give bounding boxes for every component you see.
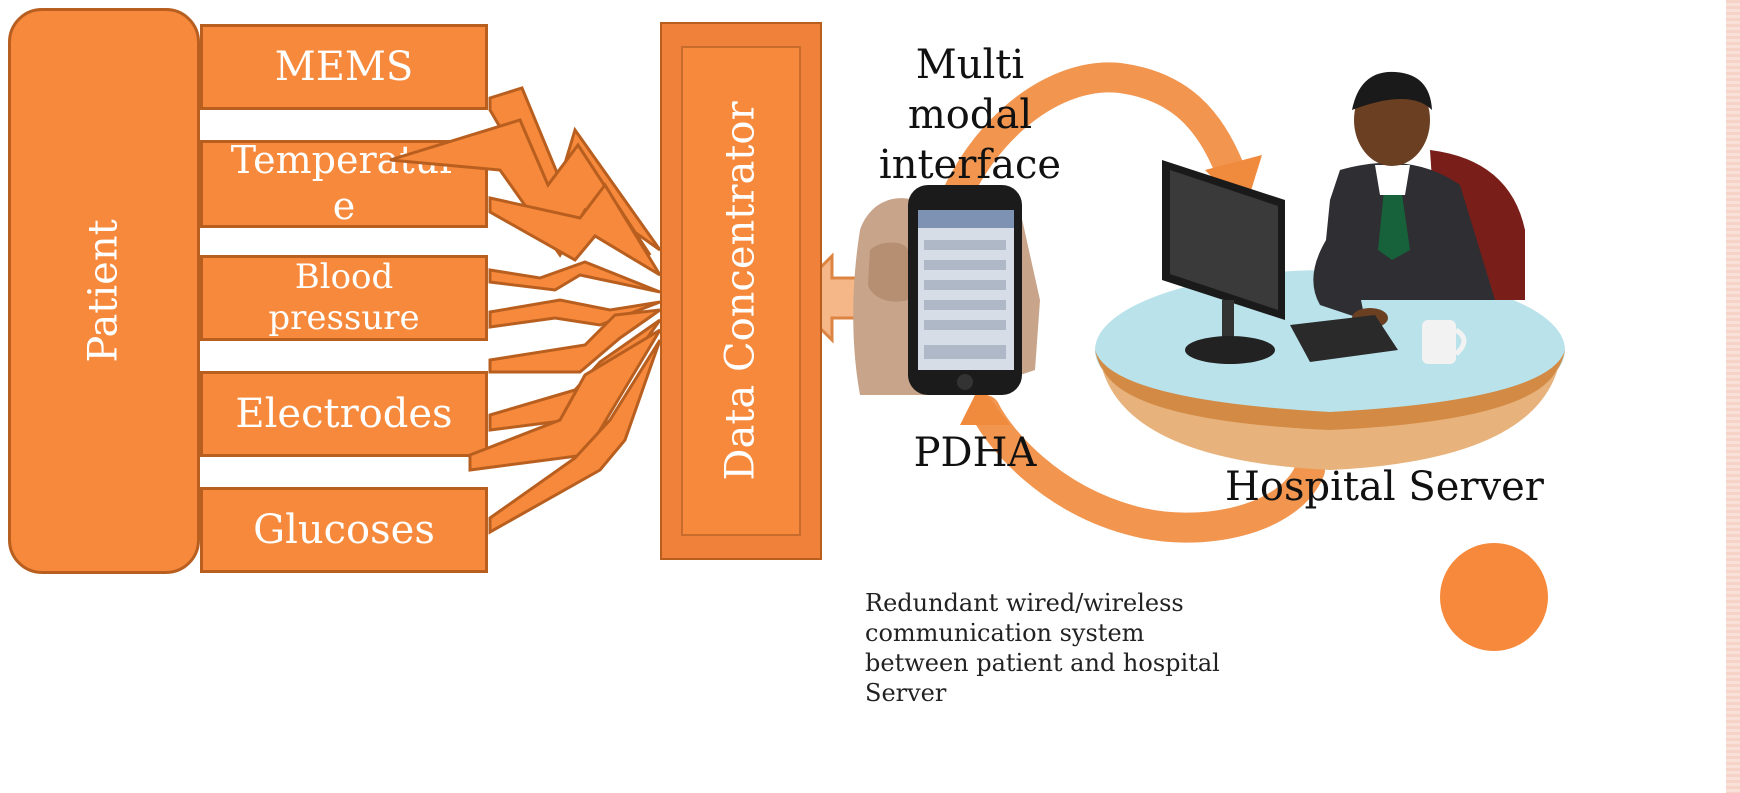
- sensor-electrodes: Electrodes: [200, 371, 488, 457]
- lightning-arrow-icon: [488, 260, 661, 294]
- cycle-arrow-icon: [920, 62, 1245, 275]
- sensor-glucoses: Glucoses: [200, 487, 488, 573]
- lightning-arrows: [389, 86, 662, 535]
- accent-circle: [1440, 543, 1548, 651]
- sensor-mems: MEMS: [200, 24, 488, 110]
- patient-block: Patient: [8, 8, 200, 574]
- sensor-glucoses-label: Glucoses: [253, 507, 435, 553]
- hospital-server-label: Hospital Server: [1225, 464, 1544, 510]
- sensor-electrodes-label: Electrodes: [235, 391, 453, 437]
- cycle-arrow-icon: [970, 395, 1325, 543]
- lightning-arrow-icon: [488, 182, 662, 277]
- smartphone-in-hand-icon: [853, 185, 1040, 395]
- multimodal-interface-label: Multi modal interface: [878, 42, 1062, 188]
- lightning-arrow-icon: [389, 118, 652, 258]
- lightning-arrow-icon: [468, 328, 662, 472]
- diagram-caption: Redundant wired/wireless communication s…: [865, 589, 1220, 707]
- sensor-mems-label: MEMS: [274, 44, 414, 90]
- sensor-blood-pressure: Blood pressure: [200, 255, 488, 341]
- cycle-arrow-icon: [960, 385, 1010, 425]
- pdha-label: PDHA: [913, 430, 1037, 476]
- lightning-arrow-icon: [488, 308, 661, 374]
- data-concentrator-label: Data Concentrator: [718, 101, 765, 481]
- right-edge-band: [1726, 0, 1740, 793]
- data-concentrator-block: Data Concentrator: [681, 46, 801, 536]
- hospital-worker-computer-icon: [1095, 71, 1565, 470]
- lightning-arrow-icon: [488, 339, 662, 535]
- sensor-blood-pressure-label: Blood pressure: [268, 257, 420, 338]
